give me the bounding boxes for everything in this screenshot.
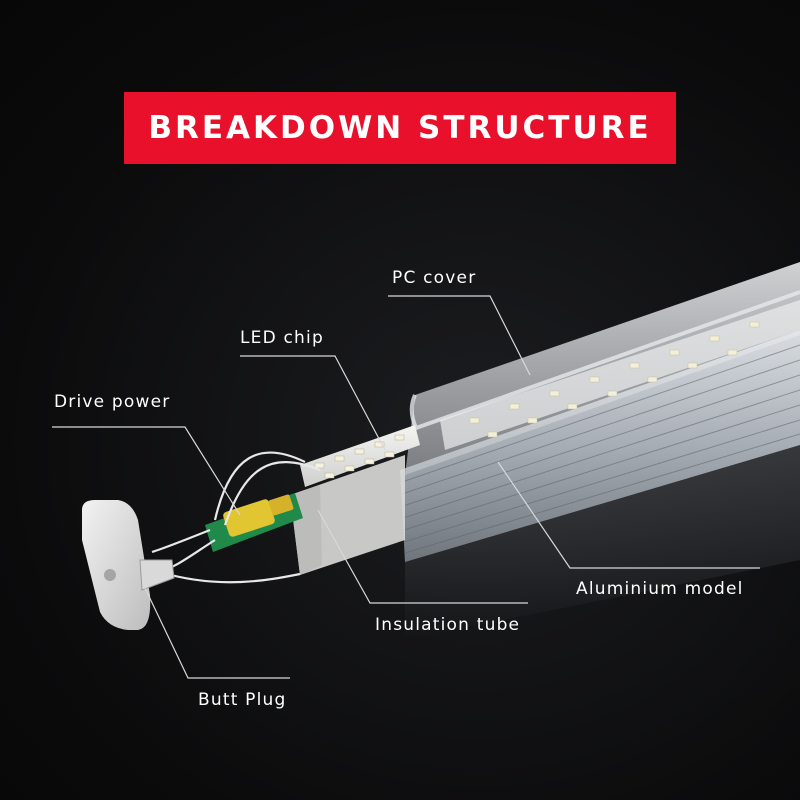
- butt-plug-shape: [82, 500, 151, 630]
- title-banner-bg: [124, 92, 676, 164]
- label-drive-power: Drive power: [54, 392, 171, 412]
- pc-cover-lip: [409, 290, 800, 431]
- aluminium-profile: [400, 330, 800, 562]
- leader-lines: [52, 295, 760, 679]
- led-pcb-board: [300, 425, 420, 487]
- leader-aluminium-model: [497, 461, 760, 569]
- leader-butt-plug: [144, 587, 290, 679]
- label-led-chip: LED chip: [240, 328, 324, 348]
- label-aluminium-model: Aluminium model: [576, 579, 744, 599]
- leader-led-chip: [240, 355, 386, 451]
- label-insulation-tube: Insulation tube: [375, 615, 521, 635]
- leader-drive-power: [52, 426, 241, 516]
- driver-component: [268, 494, 294, 516]
- label-pc-cover: PC cover: [392, 268, 477, 288]
- page-title: BREAKDOWN STRUCTURE: [148, 110, 652, 146]
- butt-plug-hole: [104, 569, 116, 581]
- wires: [151, 451, 321, 584]
- aluminium-ridges: [401, 344, 800, 554]
- led-chips-under-cover: [469, 321, 760, 438]
- led-chips-on-pcb: [314, 434, 405, 479]
- tube-reflection: [405, 420, 800, 640]
- leader-insulation-tube: [317, 509, 528, 604]
- leader-pc-cover: [388, 295, 531, 376]
- butt-plug-pins: [139, 559, 175, 591]
- label-butt-plug: Butt Plug: [198, 690, 287, 710]
